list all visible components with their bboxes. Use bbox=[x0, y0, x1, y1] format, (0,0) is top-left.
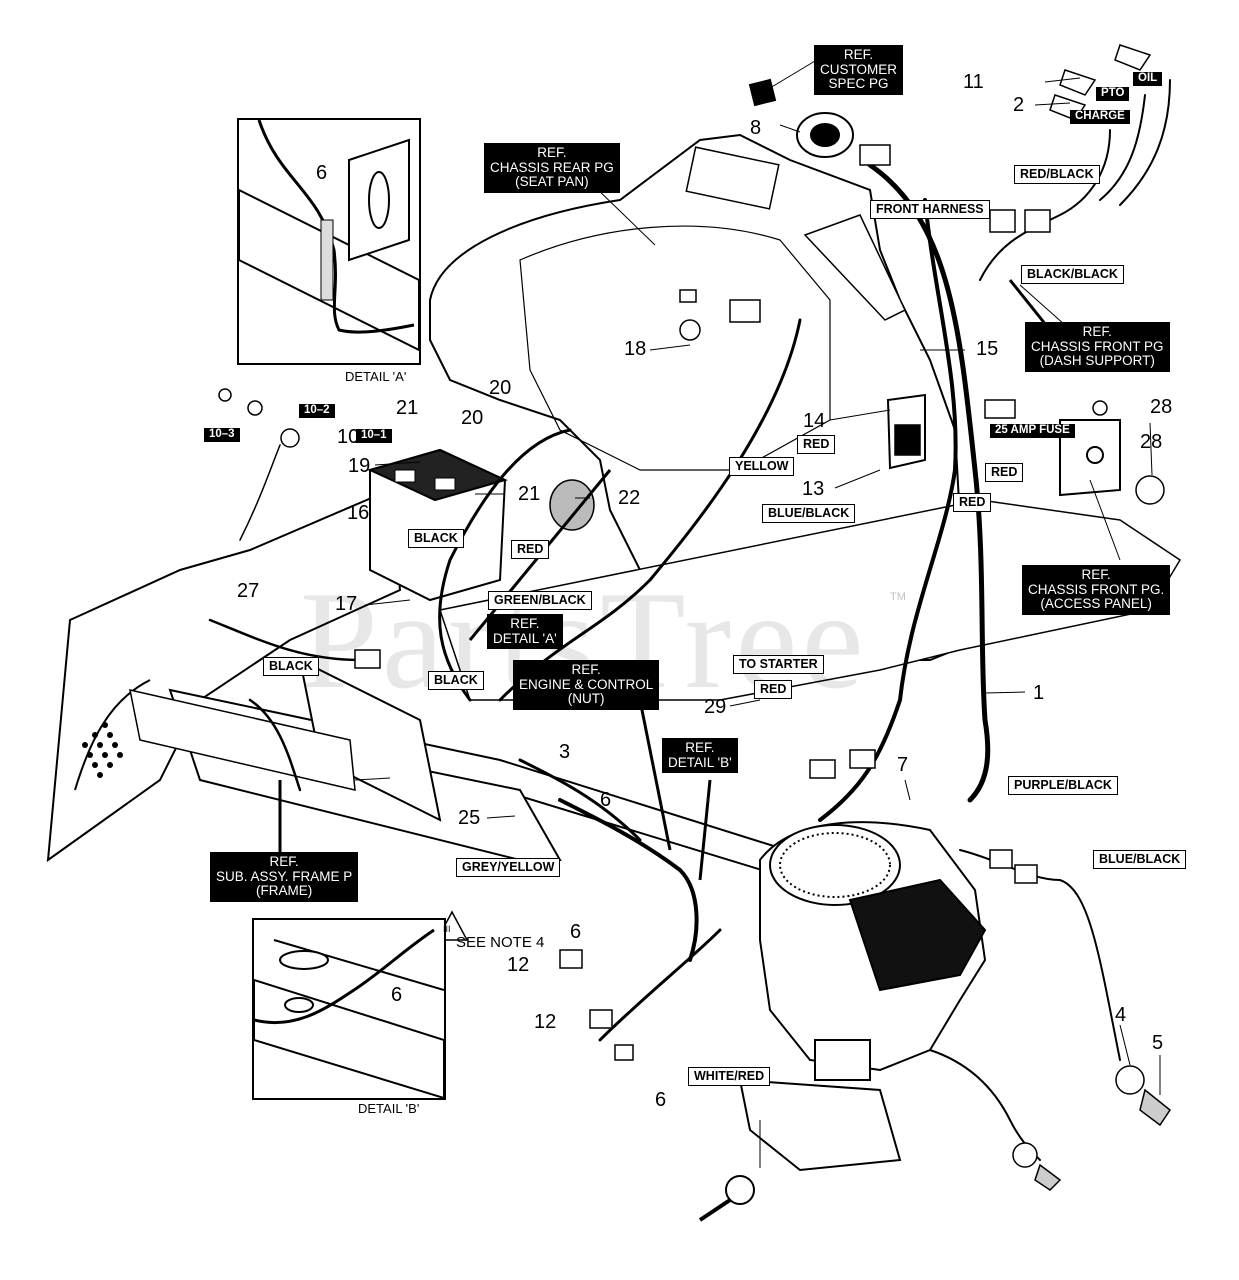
item-number: 3 bbox=[559, 741, 571, 763]
item-number: 21 bbox=[518, 483, 541, 505]
ref-customer-spec-pg: REF. CUSTOMER SPEC PG bbox=[814, 45, 904, 95]
connectors bbox=[354, 144, 1051, 1061]
tag-10-1: 10–1 bbox=[356, 429, 392, 443]
wire-purple-black: PURPLE/BLACK bbox=[1008, 776, 1118, 795]
wire-black-3: BLACK bbox=[428, 671, 484, 690]
front-harness-label: FRONT HARNESS bbox=[870, 200, 990, 219]
item-number: 29 bbox=[704, 696, 727, 718]
ref-sub-assy-frame: REF. SUB. ASSY. FRAME P (FRAME) bbox=[210, 852, 359, 902]
wire-green-black: GREEN/BLACK bbox=[488, 591, 592, 610]
ref-detail-a: REF. DETAIL 'A' bbox=[487, 614, 563, 650]
detail-a-inset bbox=[237, 118, 421, 365]
item-number: 4 bbox=[1115, 1004, 1127, 1026]
tag-oil: OIL bbox=[1133, 72, 1163, 86]
detail-a-caption: DETAIL 'A' bbox=[345, 369, 407, 384]
item-number: 22 bbox=[618, 487, 641, 509]
detail-a-drawing bbox=[239, 120, 419, 352]
detail-b-inset bbox=[252, 918, 446, 1100]
frame-vent-holes bbox=[82, 722, 123, 778]
ref-chassis-front-access: REF. CHASSIS FRONT PG. (ACCESS PANEL) bbox=[1022, 565, 1171, 615]
detail-b-caption: DETAIL 'B' bbox=[358, 1101, 420, 1116]
item-number: 10 bbox=[337, 426, 360, 448]
item-number: 12 bbox=[507, 954, 530, 976]
item-number: 1 bbox=[1033, 682, 1045, 704]
trademark-mark: TM bbox=[890, 591, 906, 603]
wire-black-2: BLACK bbox=[263, 657, 319, 676]
wire-red-1: RED bbox=[797, 435, 836, 454]
tag-10-3: 10–3 bbox=[204, 428, 240, 442]
item-number: 2 bbox=[1013, 94, 1025, 116]
engine bbox=[698, 821, 987, 1222]
seat-pan-fender bbox=[429, 133, 967, 661]
item-number: 20 bbox=[489, 377, 512, 399]
item-number: 15 bbox=[976, 338, 999, 360]
item-number: 25 bbox=[458, 807, 481, 829]
wire-red-black: RED/BLACK bbox=[1014, 165, 1100, 184]
item-number: 20 bbox=[461, 407, 484, 429]
item-number: 17 bbox=[335, 593, 358, 615]
wire-black-1: BLACK bbox=[408, 529, 464, 548]
item-number: 7 bbox=[897, 754, 909, 776]
seat-switch bbox=[549, 289, 701, 531]
item-number: 16 bbox=[347, 502, 370, 524]
wire-red-3: RED bbox=[953, 493, 992, 512]
tag-25-amp-fuse: 25 AMP FUSE bbox=[990, 424, 1075, 438]
note-symbol-label: III bbox=[443, 924, 451, 934]
wire-blue-black-1: BLUE/BLACK bbox=[762, 504, 856, 523]
item-number: 12 bbox=[534, 1011, 557, 1033]
wire-to-starter: TO STARTER bbox=[733, 655, 824, 674]
wire-red-4: RED bbox=[511, 540, 550, 559]
leader-lines bbox=[354, 57, 1161, 1168]
wire-red-5: RED bbox=[754, 680, 793, 699]
item-number: 27 bbox=[237, 580, 260, 602]
item-number: 18 bbox=[624, 338, 647, 360]
ref-chassis-rear-pg: REF. CHASSIS REAR PG (SEAT PAN) bbox=[484, 143, 620, 193]
item-number: 5 bbox=[1152, 1032, 1164, 1054]
item-number: 6 bbox=[570, 921, 582, 943]
see-note-caption: SEE NOTE 4 bbox=[456, 934, 545, 951]
ref-detail-b: REF. DETAIL 'B' bbox=[662, 738, 738, 774]
item-number: 28 bbox=[1140, 431, 1163, 453]
fuse-holder bbox=[894, 399, 1016, 456]
item-number: 19 bbox=[348, 455, 371, 477]
ref-engine-control: REF. ENGINE & CONTROL (NUT) bbox=[513, 660, 660, 710]
item-number: 8 bbox=[750, 117, 762, 139]
detail-b-drawing bbox=[254, 928, 444, 1098]
wire-blue-black-2: BLUE/BLACK bbox=[1093, 850, 1187, 869]
item-number: 28 bbox=[1150, 396, 1173, 418]
battery bbox=[367, 448, 508, 602]
wire-grey-yellow: GREY/YELLOW bbox=[456, 858, 561, 877]
item-number: 14 bbox=[803, 410, 826, 432]
item-number: 6 bbox=[655, 1089, 667, 1111]
ignition-switch bbox=[748, 78, 854, 158]
wire-harness bbox=[208, 79, 1171, 1161]
item-number: 13 bbox=[802, 478, 825, 500]
wire-yellow: YELLOW bbox=[729, 457, 795, 476]
tag-charge: CHARGE bbox=[1070, 110, 1130, 124]
item-number: 11 bbox=[963, 71, 984, 93]
ref-chassis-front-dash: REF. CHASSIS FRONT PG (DASH SUPPORT) bbox=[1025, 322, 1170, 372]
tag-10-2: 10–2 bbox=[299, 404, 335, 418]
tag-pto: PTO bbox=[1096, 87, 1130, 101]
item-number: 6 bbox=[316, 162, 328, 184]
item-number: 21 bbox=[396, 397, 419, 419]
wire-black-black: BLACK/BLACK bbox=[1021, 265, 1124, 284]
item-number: 6 bbox=[600, 789, 612, 811]
item-number: 6 bbox=[391, 984, 403, 1006]
wire-red-2: RED bbox=[985, 463, 1024, 482]
wire-white-red: WHITE/RED bbox=[688, 1067, 771, 1086]
